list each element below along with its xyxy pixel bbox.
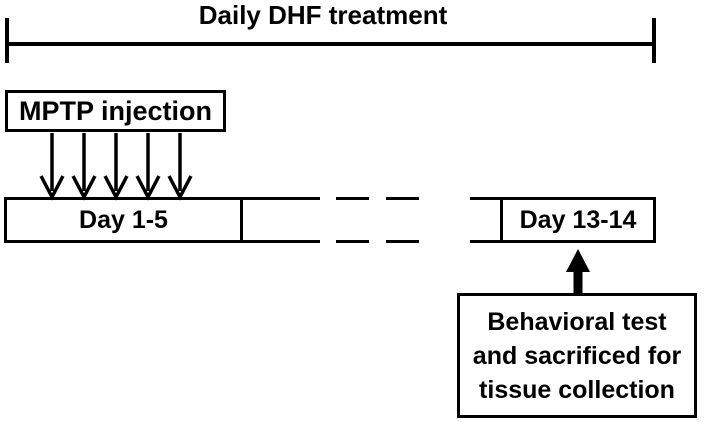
day-1-5-label: Day 1-5 xyxy=(79,205,168,234)
injection-arrow xyxy=(135,133,161,201)
timeline-dash xyxy=(336,197,369,200)
injection-arrow xyxy=(167,133,193,201)
endpoint-arrow xyxy=(566,249,590,294)
endpoint-line-1: Behavioral test xyxy=(487,307,667,336)
injection-arrows xyxy=(39,133,193,201)
timeline-dash xyxy=(336,240,369,243)
timeline-dash xyxy=(470,240,503,243)
endpoint-line-2: and sacrificed for xyxy=(472,341,682,370)
timeline-dash xyxy=(386,240,419,243)
timeline-segment-day-13-14: Day 13-14 xyxy=(500,197,656,243)
timeline-dash xyxy=(386,197,419,200)
treatment-bracket-start xyxy=(5,18,9,63)
timeline-dash xyxy=(470,197,503,200)
injection-arrow xyxy=(39,133,65,201)
timeline-segment-middle xyxy=(240,197,320,243)
timeline-segment-day-1-5: Day 1-5 xyxy=(4,197,243,243)
treatment-bracket-line xyxy=(5,42,655,46)
treatment-label: Daily DHF treatment xyxy=(198,0,448,30)
injection-arrow xyxy=(71,133,97,201)
injection-label: MPTP injection xyxy=(18,95,213,126)
injection-box: MPTP injection xyxy=(5,90,226,132)
endpoint-box: Behavioral test and sacrificed for tissu… xyxy=(457,293,697,418)
endpoint-line-3: tissue collection xyxy=(479,375,675,404)
treatment-bracket-end xyxy=(652,18,656,63)
injection-arrow xyxy=(103,133,129,201)
day-13-14-label: Day 13-14 xyxy=(519,205,637,234)
